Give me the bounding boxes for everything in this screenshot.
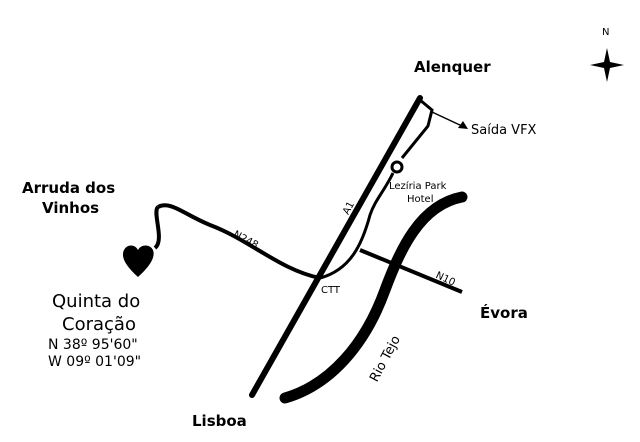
label-alenquer: Alenquer xyxy=(414,58,491,76)
arrow-line xyxy=(431,111,463,127)
river-tejo xyxy=(279,191,468,404)
road-link-loop xyxy=(319,98,434,280)
compass-icon xyxy=(590,48,624,82)
destination-longitude: W 09º 01'09" xyxy=(48,354,142,370)
road-a1 xyxy=(249,95,423,398)
label-leziria-line1: Lezíria Park xyxy=(389,181,447,192)
roundabout-icon xyxy=(390,160,404,174)
label-evora: Évora xyxy=(480,304,528,322)
label-arruda-line2: Vinhos xyxy=(42,199,100,217)
label-arruda-line1: Arruda dos xyxy=(22,179,116,197)
heart-icon xyxy=(122,245,154,277)
destination-latitude: N 38º 95'60" xyxy=(48,337,138,353)
road-n248 xyxy=(156,203,321,280)
destination-name-line2: Coração xyxy=(62,314,136,335)
label-ctt: CTT xyxy=(321,285,341,296)
road-n10 xyxy=(359,248,463,294)
label-leziria-line2: Hotel xyxy=(407,194,434,205)
label-lisboa: Lisboa xyxy=(192,412,247,430)
label-saida-vfx: Saída VFX xyxy=(471,123,537,138)
compass-north-label: N xyxy=(602,27,610,38)
arrow-head-icon xyxy=(458,121,468,129)
destination-name-line1: Quinta do xyxy=(52,291,141,312)
road-to-quinta xyxy=(153,205,161,250)
